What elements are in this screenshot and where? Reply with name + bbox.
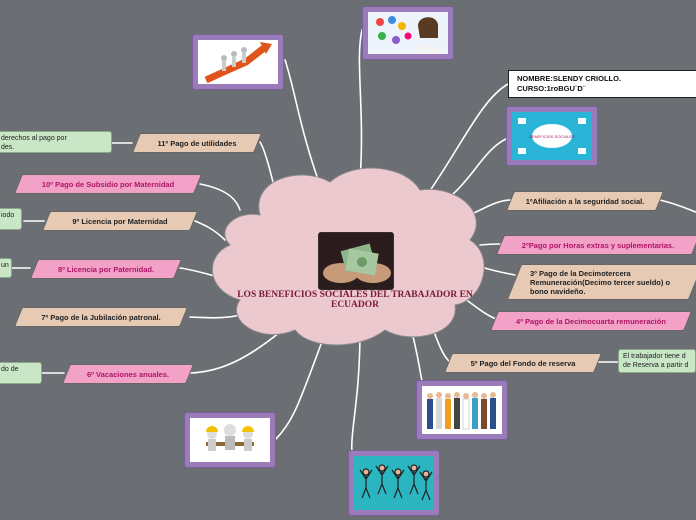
topic-11-utilidades[interactable]: 11º Pago de utilidades (131, 133, 263, 153)
image-woman-apps[interactable] (362, 6, 454, 60)
growth-stairs-icon (198, 40, 278, 84)
student-course: CURSO:1roBGU¨D¨ (517, 84, 586, 93)
benefits-cloud-icon: BENEFICIOS SOCIALES (512, 112, 592, 160)
image-workers-group[interactable] (416, 380, 508, 440)
topic-4-decimocuarta[interactable]: 4º Pago de la Decimocuarta remuneración (489, 311, 693, 331)
image-happy-people[interactable] (348, 450, 440, 516)
center-money-image (318, 232, 394, 290)
topic-5-fondo-reserva[interactable]: 5º Pago del Fondo de reserva (443, 353, 603, 373)
woman-apps-icon (368, 12, 448, 54)
benefits-cloud-caption: BENEFICIOS SOCIALES (529, 134, 575, 139)
topic-2-horas-extras[interactable]: 2ºPago por Horas extras y suplementarias… (495, 235, 696, 255)
topic-10-subsidio[interactable]: 10º Pago de Subsidio por Maternidad (13, 174, 203, 194)
student-info-box[interactable]: NOMBRE:SLENDY CRIOLLO. CURSO:1roBGU¨D¨ (508, 70, 696, 98)
topic-6-vacaciones[interactable]: 6º Vacaciones anuales. (61, 364, 195, 384)
money-hands-icon (319, 233, 393, 289)
construction-meeting-icon (190, 418, 270, 462)
student-name: NOMBRE:SLENDY CRIOLLO. (517, 74, 622, 83)
note-fondo-reserva[interactable]: El trabajador tiene d de Reserva a parti… (618, 349, 696, 373)
workers-group-icon (422, 386, 502, 434)
topic-9-maternidad[interactable]: 9º Licencia por Maternidad (41, 211, 199, 231)
note-paternidad[interactable]: un (0, 258, 12, 278)
happy-people-icon (354, 456, 434, 510)
topic-8-paternidad[interactable]: 8º Licencia por Paternidad. (29, 259, 183, 279)
image-social-benefits-cloud[interactable]: BENEFICIOS SOCIALES (506, 106, 598, 166)
central-topic-title[interactable]: LOS BENEFICIOS SOCIALES DEL TRABAJADOR E… (237, 290, 473, 310)
image-growth-stairs[interactable] (192, 34, 284, 90)
image-construction-meeting[interactable] (184, 412, 276, 468)
note-utilidades[interactable]: derechos al pago por des. (0, 131, 112, 153)
topic-7-jubilacion[interactable]: 7º Pago de la Jubilación patronal. (13, 307, 189, 327)
note-maternidad[interactable]: iodo (0, 208, 22, 230)
topic-1-afiliacion[interactable]: 1ºAfiliación a la seguridad social. (505, 191, 665, 211)
topic-3-decimotercera[interactable]: 3º Pago de la Decimotercera Remuneración… (506, 264, 696, 300)
note-vacaciones[interactable]: do de (0, 362, 42, 384)
